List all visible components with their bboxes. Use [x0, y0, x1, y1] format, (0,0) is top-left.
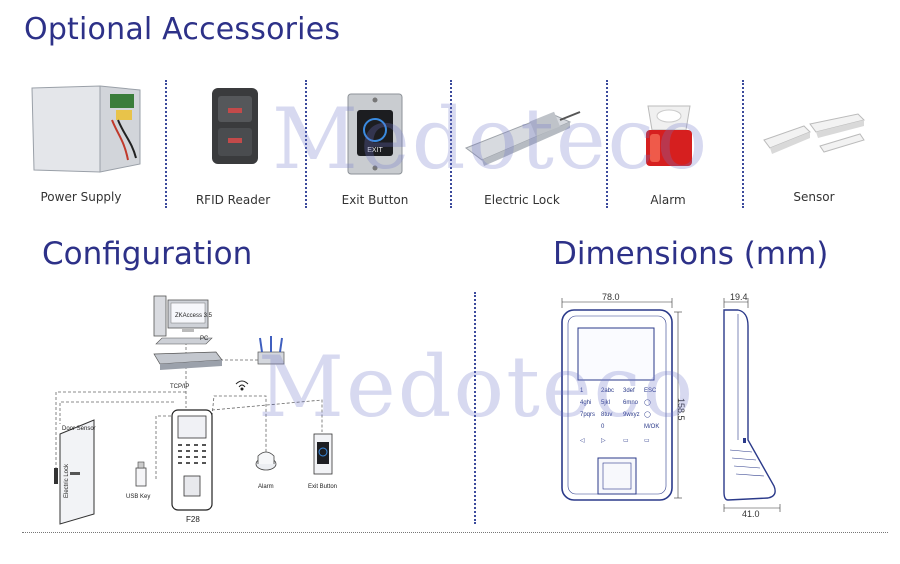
- accessory-separator: [450, 80, 452, 208]
- accessory-label-rfid-reader: RFID Reader: [195, 193, 271, 207]
- accessory-label-exit-button: Exit Button: [341, 193, 409, 207]
- tcpip-label: TCP/IP: [170, 384, 189, 390]
- accessory-separator: [165, 80, 167, 208]
- usb-key-label: USB Key: [126, 494, 150, 500]
- pc-icon: ZKAccess 3.5 PC: [153, 295, 213, 345]
- router-icon: [257, 336, 285, 365]
- depth-top-dimension: 19.4: [730, 292, 748, 302]
- accessory-separator: [742, 80, 744, 208]
- dimensions-heading: Dimensions (mm): [553, 236, 829, 272]
- keypad-key: ◯: [644, 411, 651, 418]
- bottom-divider: [22, 532, 888, 533]
- dimensions-drawing: 78.0 158.5 1 2abc 3def ESC 4ghi 5jkl 6mno ◯ 7pqr…: [561, 292, 781, 519]
- accessory-label-sensor: Sensor: [793, 190, 835, 204]
- keypad-key: ◯: [644, 399, 651, 406]
- accessory-separator: [305, 80, 307, 208]
- configuration-heading: Configuration: [42, 236, 253, 272]
- alarm-icon: [646, 105, 692, 166]
- keypad-key: 4ghi: [580, 400, 591, 406]
- keypad-key: 0: [601, 424, 605, 430]
- keypad-key: M/OK: [644, 424, 659, 430]
- wifi-icon: [235, 380, 249, 391]
- keypad-key: ▭: [644, 438, 650, 444]
- config-alarm-icon: [255, 451, 277, 471]
- watermark-bottom: Medoteco: [258, 338, 696, 436]
- keypad-key: ESC: [644, 388, 657, 394]
- exit-label: EXIT: [367, 147, 383, 154]
- f28-label: F28: [186, 515, 200, 524]
- watermark-top: Medoteco: [272, 90, 710, 188]
- accessory-label-power-supply: Power Supply: [40, 190, 122, 204]
- height-dimension: 158.5: [676, 398, 686, 421]
- keypad-key: ▷: [601, 438, 606, 444]
- keypad-key: 7pqrs: [580, 412, 595, 418]
- keypad-key: 6mno: [623, 400, 639, 406]
- exit-button-icon: EXIT: [347, 93, 403, 175]
- f28-device-icon: [171, 409, 213, 511]
- keypad-key: 5jkl: [601, 400, 610, 406]
- power-supply-icon: [31, 85, 141, 173]
- keypad-key: 3def: [623, 388, 635, 394]
- width-dimension: 78.0: [602, 292, 620, 302]
- accessory-label-electric-lock: Electric Lock: [484, 193, 560, 207]
- depth-bottom-dimension: 41.0: [742, 509, 760, 519]
- accessory-label-alarm: Alarm: [650, 193, 686, 207]
- electric-lock-icon: [464, 111, 581, 166]
- rfid-reader-icon: [212, 88, 258, 164]
- network-switch-icon: [153, 351, 223, 370]
- optional-accessories-heading: Optional Accessories: [24, 12, 341, 47]
- keypad-key: 2abc: [601, 388, 614, 394]
- keypad-key: 9wxyz: [623, 412, 640, 418]
- electric-lock-config-label: Electric Lock: [64, 463, 70, 498]
- door-sensor-label: Door Sensor: [62, 426, 96, 432]
- section-separator: [474, 292, 476, 524]
- keypad-key: ▭: [623, 438, 629, 444]
- door-icon: [54, 419, 95, 525]
- config-alarm-label: Alarm: [258, 484, 274, 490]
- usb-key-icon: [135, 461, 147, 487]
- keypad-key: 1: [580, 388, 584, 394]
- keypad-key: ◁: [580, 438, 585, 444]
- front-keypad: 1 2abc 3def ESC 4ghi 5jkl 6mno ◯ 7pqrs 8tuv 9wxyz ◯…: [580, 388, 659, 444]
- config-exit-button-label: Exit Button: [308, 484, 337, 490]
- accessory-separator: [606, 80, 608, 208]
- configuration-diagram: ZKAccess 3.5 PC TCP/IP Door Sensor Elect…: [54, 295, 337, 525]
- pc-label: PC: [200, 336, 209, 342]
- config-exit-button-icon: [313, 433, 333, 475]
- side-view-device: [723, 309, 776, 501]
- keypad-key: 8tuv: [601, 412, 612, 418]
- sensor-icon: [763, 113, 865, 154]
- front-view-device: [561, 309, 673, 501]
- zkaccess-label: ZKAccess 3.5: [175, 313, 213, 319]
